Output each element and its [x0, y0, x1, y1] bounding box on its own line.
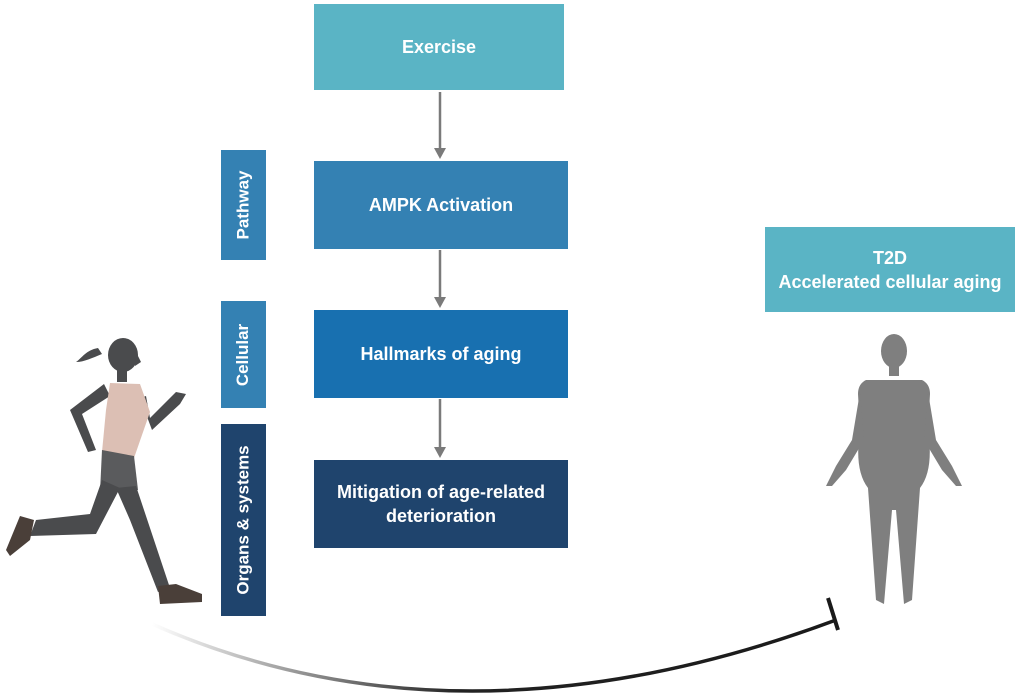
- ampk-activation-box: AMPK Activation: [314, 161, 568, 249]
- hallmarks-box: Hallmarks of aging: [314, 310, 568, 398]
- accelerated-aging-label: Accelerated cellular aging: [778, 271, 1002, 292]
- human-figure-icon: [826, 334, 962, 604]
- arrow-ampk-to-hallmarks: [434, 250, 446, 308]
- mitigation-label-line2: deterioration: [385, 506, 496, 526]
- exercise-box: Exercise: [314, 4, 564, 90]
- exercise-label: Exercise: [401, 37, 477, 57]
- mitigation-label-line1: Mitigation of age-related: [336, 482, 545, 502]
- arrow-exercise-to-ampk: [434, 92, 446, 159]
- runner-icon: [6, 338, 202, 604]
- level-cellular: Cellular: [221, 301, 266, 408]
- mitigation-box: Mitigation of age-related deterioration: [314, 460, 568, 548]
- hallmarks-label: Hallmarks of aging: [360, 344, 522, 364]
- ampk-activation-label: AMPK Activation: [368, 195, 514, 215]
- t2d-label: T2D: [872, 247, 907, 268]
- arrow-hallmarks-to-mitigation: [434, 399, 446, 458]
- t2d-box: T2D Accelerated cellular aging: [765, 227, 1015, 312]
- inhibition-arrow: [151, 597, 840, 693]
- level-pathway: Pathway: [221, 150, 266, 260]
- level-organs: Organs & systems: [221, 424, 266, 616]
